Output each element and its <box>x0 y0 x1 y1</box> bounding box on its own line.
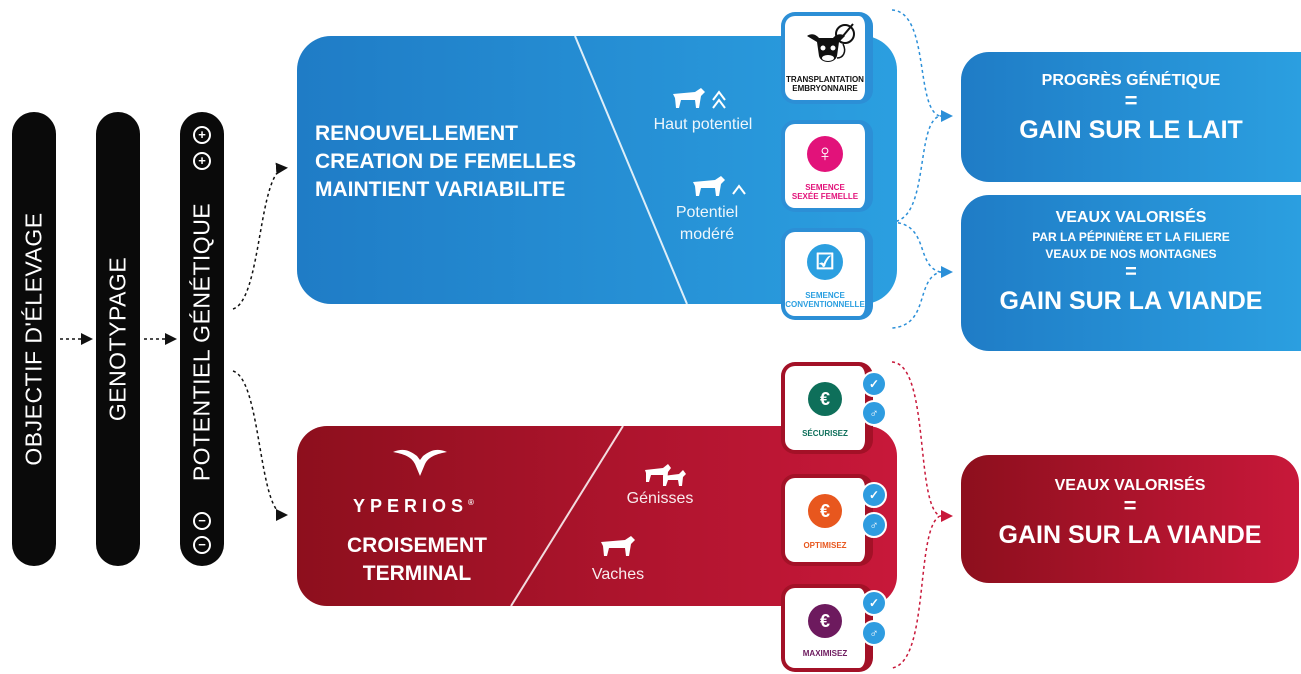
result-main: GAIN SUR LE LAIT <box>1019 116 1243 144</box>
cow-syringe-icon <box>807 23 855 62</box>
brand-name: YPERIOS <box>353 496 469 516</box>
male-icon: ♂ <box>861 512 887 538</box>
female-icon: ♀ <box>807 136 843 172</box>
result-line: VEAUX VALORISÉS <box>1054 477 1206 494</box>
securisez-caption: SÉCURISEZ <box>802 429 848 438</box>
male-icon: ♂ <box>861 620 887 646</box>
maximisez-card: € MAXIMISEZ <box>781 584 873 672</box>
result-line: VEAUX VALORISÉS <box>1055 209 1207 226</box>
optimisez-card: € OPTIMISEZ <box>781 474 873 566</box>
step-potentiel-label: POTENTIEL GÉNÉTIQUE <box>188 202 215 482</box>
potentiel-modere-label: Potentiel modéré <box>667 202 747 246</box>
result-equals: = <box>1125 261 1137 283</box>
step-objectif-label: OBJECTIF D'ÉLEVAGE <box>20 212 47 466</box>
cow-icon <box>673 88 726 109</box>
red-brace <box>891 361 953 669</box>
minus-icon: − <box>193 536 211 554</box>
caption-line: SEMENCE <box>805 291 845 300</box>
semence-sexee-card: ♀ SEMENCE SEXÉE FEMELLE <box>781 120 873 212</box>
caption-line: TRANSPLANTATION <box>786 75 864 84</box>
renouvellement-title: RENOUVELLEMENT CREATION DE FEMELLES MAIN… <box>315 120 576 204</box>
haut-potentiel-label: Haut potentiel <box>653 116 753 133</box>
gain-viande-red-result: VEAUX VALORISÉS = GAIN SUR LA VIANDE <box>961 455 1299 583</box>
semence-conventionnelle-caption: SEMENCE CONVENTIONNELLE <box>785 291 865 309</box>
title-line: RENOUVELLEMENT <box>315 122 519 145</box>
step-genotypage-label: GENOTYPAGE <box>104 256 131 422</box>
transplantation-card: TRANSPLANTATION EMBRYONNAIRE <box>781 12 873 104</box>
checkbox-icon: ✓ <box>861 371 887 397</box>
title-line: CREATION DE FEMELLES <box>315 150 576 173</box>
result-line: VEAUX DE NOS MONTAGNES <box>1045 247 1217 261</box>
cow-icon <box>601 536 635 556</box>
checkbox-icon: ✓ <box>861 482 887 508</box>
title-line: CROISEMENT <box>346 534 487 557</box>
step-genotypage: GENOTYPAGE <box>96 112 140 566</box>
result-main: GAIN SUR LA VIANDE <box>998 521 1262 549</box>
transplantation-caption: TRANSPLANTATION EMBRYONNAIRE <box>785 75 865 93</box>
checkbox-icon: ☑ <box>807 244 843 280</box>
checkbox-icon: ✓ <box>861 590 887 616</box>
label-line: modéré <box>679 226 735 243</box>
semence-conventionnelle-card: ☑ SEMENCE CONVENTIONNELLE <box>781 228 873 320</box>
yperios-brand: YPERIOS® <box>353 496 474 517</box>
gain-lait-result: PROGRÈS GÉNÉTIQUE = GAIN SUR LE LAIT <box>961 52 1301 182</box>
panel-divider <box>574 36 688 304</box>
step-potentiel-genetique: + + POTENTIEL GÉNÉTIQUE − − <box>180 112 224 566</box>
step-objectif-elevage: OBJECTIF D'ÉLEVAGE <box>12 112 56 566</box>
registered-mark: ® <box>468 498 474 507</box>
panel-divider <box>510 426 624 606</box>
securisez-card: € SÉCURISEZ <box>781 362 873 454</box>
yperios-logo-icon <box>393 449 447 476</box>
caption-line: EMBRYONNAIRE <box>792 84 858 93</box>
semence-sexee-caption: SEMENCE SEXÉE FEMELLE <box>785 183 865 201</box>
blue-brace <box>891 9 953 329</box>
plus-icon: + <box>193 152 211 170</box>
result-main: GAIN SUR LA VIANDE <box>999 287 1263 315</box>
gain-viande-blue-result: VEAUX VALORISÉS PAR LA PÉPINIÈRE ET LA F… <box>961 195 1301 351</box>
step-arrows <box>60 162 288 521</box>
minus-icon: − <box>193 512 211 530</box>
croisement-title: CROISEMENT TERMINAL <box>337 532 497 588</box>
label-line: Potentiel <box>675 204 739 221</box>
heifers-icon <box>645 464 686 486</box>
caption-line: CONVENTIONNELLE <box>785 300 865 309</box>
result-equals: = <box>1124 88 1138 113</box>
plus-icon: + <box>193 126 211 144</box>
male-icon: ♂ <box>861 400 887 426</box>
result-line: PROGRÈS GÉNÉTIQUE <box>1041 72 1221 89</box>
vaches-label: Vaches <box>591 566 645 583</box>
euro-up-icon: € <box>808 604 842 638</box>
result-line: PAR LA PÉPINIÈRE ET LA FILIERE <box>1032 230 1230 244</box>
title-line: TERMINAL <box>362 562 472 585</box>
optimisez-caption: OPTIMISEZ <box>803 541 847 550</box>
caption-line: SEXÉE FEMELLE <box>791 192 859 201</box>
title-line: MAINTIENT VARIABILITE <box>315 178 566 201</box>
cow-icon <box>693 176 746 196</box>
result-equals: = <box>1123 493 1137 518</box>
euro-shield-icon: € <box>808 382 842 416</box>
maximisez-caption: MAXIMISEZ <box>802 649 848 658</box>
caption-line: SEMENCE <box>805 183 845 192</box>
genisses-label: Génisses <box>626 490 694 507</box>
euro-refresh-icon: € <box>808 494 842 528</box>
